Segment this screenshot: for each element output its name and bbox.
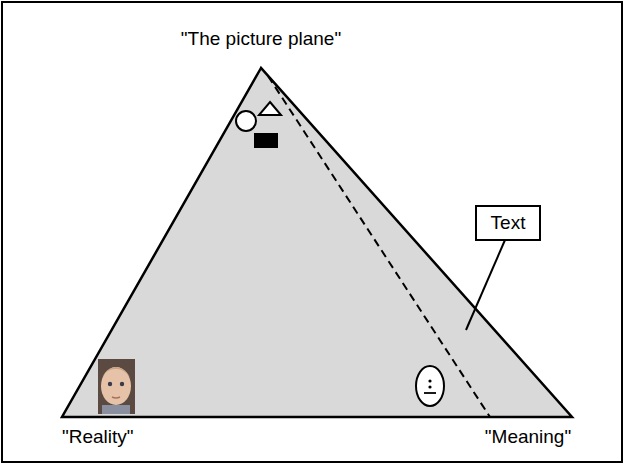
box-text: Text [491,212,526,234]
vertex-label: "The picture plane" [181,28,341,50]
vertex-label: "Meaning" [485,426,571,448]
vertex-label: "Reality" [62,426,134,448]
text-box: Text [475,205,541,241]
